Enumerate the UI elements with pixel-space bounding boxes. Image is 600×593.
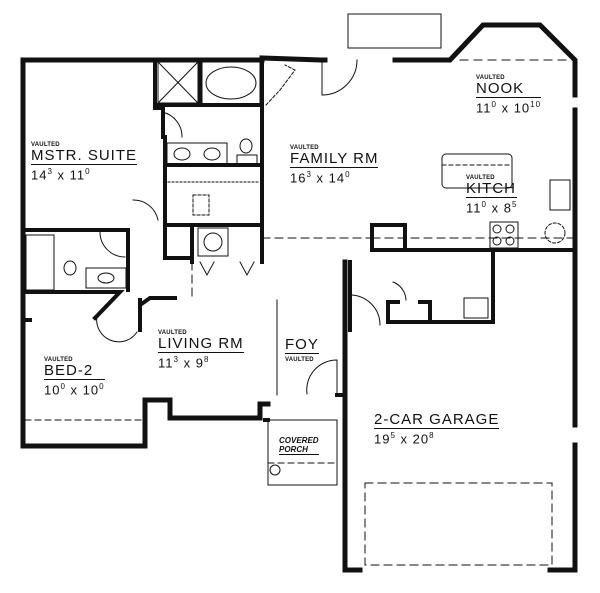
porch-line-2: PORCH: [279, 446, 319, 455]
room-name: BED-2: [44, 363, 105, 380]
room-qualifier: VAULTED: [158, 330, 187, 336]
room-qualifier: VAULTED: [44, 357, 73, 363]
room-name: NOOK: [476, 81, 542, 98]
room-dimensions: 100 x 100: [44, 382, 105, 398]
room-dimensions: 110 x 1010: [476, 100, 542, 116]
room-label-nook: VAULTED NOOK 110 x 1010: [476, 75, 542, 116]
porch-line-1: COVERED: [279, 436, 319, 445]
room-qualifier: VAULTED: [285, 357, 314, 363]
room-label-master-suite: VAULTED MSTR. SUITE 143 x 110: [31, 142, 138, 183]
room-dimensions: 195 x 208: [374, 431, 435, 447]
room-dimensions: 163 x 140: [290, 170, 351, 186]
room-qualifier: VAULTED: [290, 145, 319, 151]
room-name: LIVING RM: [158, 335, 244, 353]
room-label-garage: 2-CAR GARAGE 195 x 208: [374, 411, 500, 447]
room-qualifier: VAULTED: [31, 142, 60, 148]
room-label-foyer: FOY VAULTED: [285, 337, 319, 363]
fixtures: [24, 13, 576, 566]
room-name: FOY: [285, 336, 319, 354]
room-name: MSTR. SUITE: [31, 147, 138, 165]
room-name: FAMILY RM: [290, 150, 379, 168]
room-label-family-room: VAULTED FAMILY RM 163 x 140: [290, 145, 379, 186]
room-dimensions: 113 x 98: [158, 355, 210, 371]
room-dimensions: 110 x 85: [466, 200, 518, 216]
room-name: KITCH: [466, 180, 518, 198]
room-qualifier: VAULTED: [476, 75, 505, 81]
room-qualifier: VAULTED: [466, 175, 495, 181]
room-dimensions: 143 x 110: [31, 167, 91, 183]
room-name: 2-CAR GARAGE: [374, 411, 500, 429]
room-label-living-room: VAULTED LIVING RM 113 x 98: [158, 330, 244, 369]
room-label-bed-2: VAULTED BED-2 100 x 100: [44, 357, 105, 396]
room-label-covered-porch: COVERED PORCH: [279, 437, 319, 455]
room-label-kitchen: VAULTED KITCH 110 x 85: [466, 175, 518, 216]
